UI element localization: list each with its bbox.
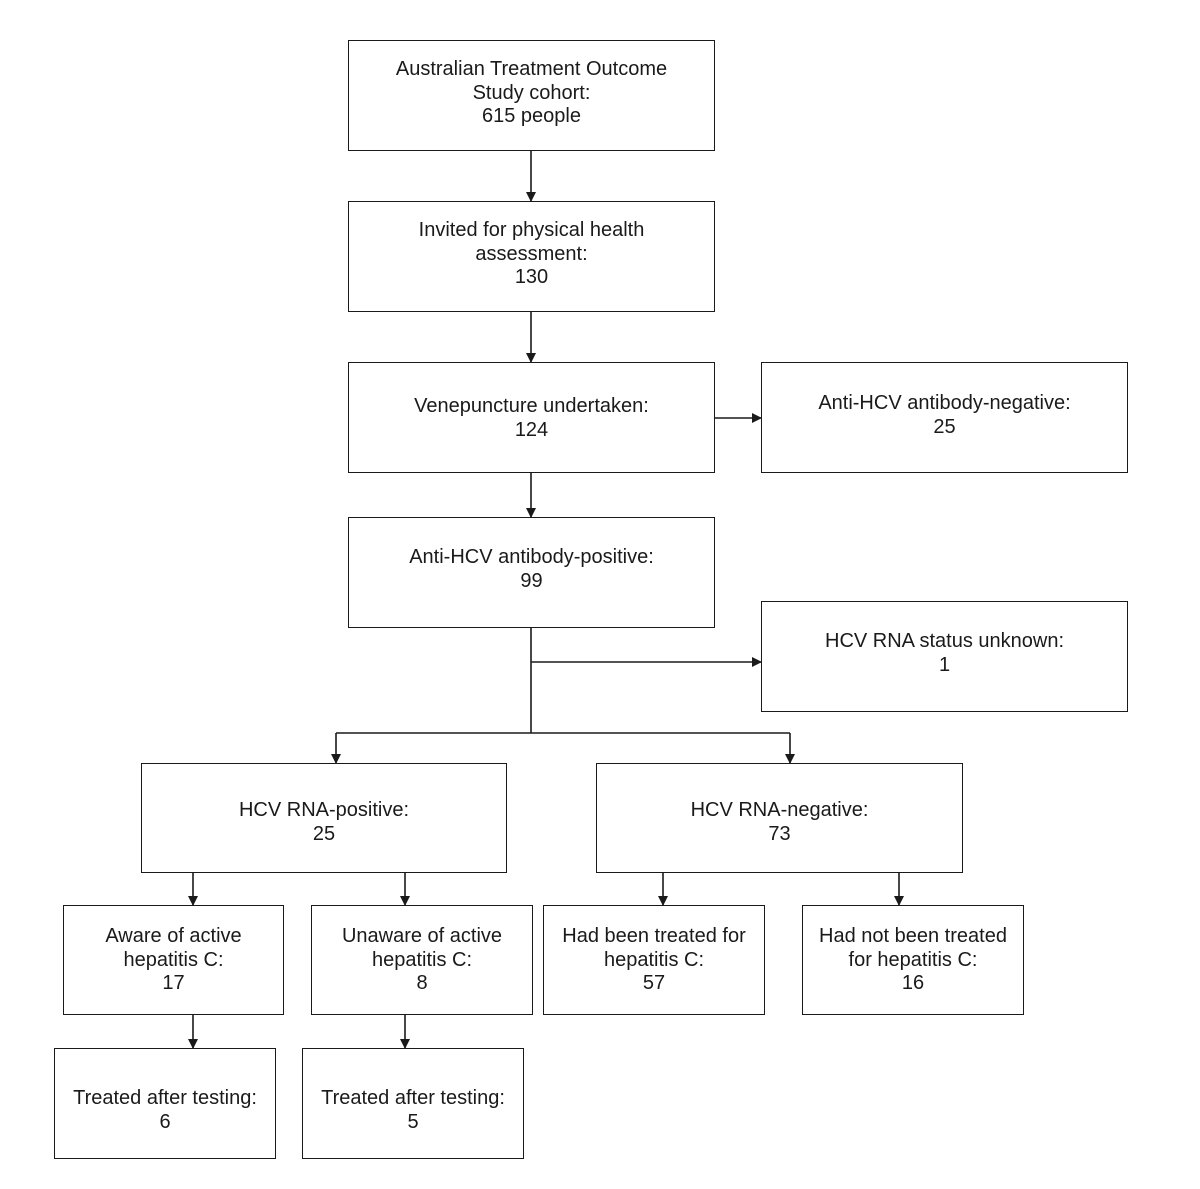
invited-line-1: Invited for physical health [418, 219, 645, 241]
unaware-treated-after-label: Treated after testing: [321, 1087, 505, 1109]
rna-negative-box: HCV RNA-negative: 73 [596, 763, 963, 873]
ab-positive-label: Anti-HCV antibody-positive: [409, 546, 654, 568]
not-treated-count: 16 [901, 972, 925, 994]
ab-positive-count: 99 [520, 569, 543, 592]
invited-count: 130 [514, 266, 549, 288]
venepuncture-label: Venepuncture undertaken: [414, 395, 649, 417]
venepuncture-count: 124 [514, 418, 549, 441]
cohort-line-2: Study cohort: [472, 81, 591, 104]
rna-unknown-count: 1 [938, 653, 951, 676]
rna-unknown-box: HCV RNA status unknown: 1 [761, 601, 1128, 712]
rna-positive-count: 25 [312, 822, 336, 845]
unaware-count: 8 [416, 972, 428, 994]
not-treated-box: Had not been treated for hepatitis C: 16 [802, 905, 1024, 1015]
rna-negative-count: 73 [768, 822, 791, 845]
rna-positive-label: HCV RNA-positive: [238, 799, 410, 821]
rna-positive-box: HCV RNA-positive: 25 [141, 763, 507, 873]
cohort-box: Australian Treatment Outcome Study cohor… [348, 40, 715, 151]
rna-unknown-label: HCV RNA status unknown: [825, 630, 1064, 652]
unaware-treated-after-count: 5 [407, 1110, 419, 1133]
unaware-line-1: Unaware of active [341, 925, 503, 947]
ab-negative-label: Anti-HCV antibody-negative: [818, 392, 1071, 414]
aware-count: 17 [162, 972, 185, 994]
invited-line-2: assessment: [475, 242, 588, 265]
venepuncture-box: Venepuncture undertaken: 124 [348, 362, 715, 473]
cohort-line-1: Australian Treatment Outcome [395, 58, 668, 80]
aware-line-1: Aware of active [105, 925, 242, 947]
ab-negative-count: 25 [933, 415, 956, 438]
rna-negative-label: HCV RNA-negative: [690, 799, 869, 821]
unaware-box: Unaware of active hepatitis C: 8 [311, 905, 533, 1015]
aware-line-2: hepatitis C: [123, 948, 224, 971]
aware-box: Aware of active hepatitis C: 17 [63, 905, 284, 1015]
ab-negative-box: Anti-HCV antibody-negative: 25 [761, 362, 1128, 473]
aware-treated-after-box: Treated after testing: 6 [54, 1048, 276, 1159]
treated-before-line-2: hepatitis C: [603, 948, 705, 971]
not-treated-line-1: Had not been treated [819, 925, 1007, 947]
aware-treated-after-label: Treated after testing: [73, 1087, 257, 1109]
treated-before-count: 57 [642, 972, 666, 994]
aware-treated-after-count: 6 [159, 1110, 171, 1133]
treated-before-box: Had been treated for hepatitis C: 57 [543, 905, 765, 1015]
not-treated-line-2: for hepatitis C: [848, 948, 978, 971]
ab-positive-box: Anti-HCV antibody-positive: 99 [348, 517, 715, 628]
unaware-line-2: hepatitis C: [371, 948, 473, 971]
cohort-count: 615 people [482, 105, 581, 127]
treated-before-line-1: Had been treated for [562, 925, 746, 947]
unaware-treated-after-box: Treated after testing: 5 [302, 1048, 524, 1159]
invited-box: Invited for physical health assessment: … [348, 201, 715, 312]
